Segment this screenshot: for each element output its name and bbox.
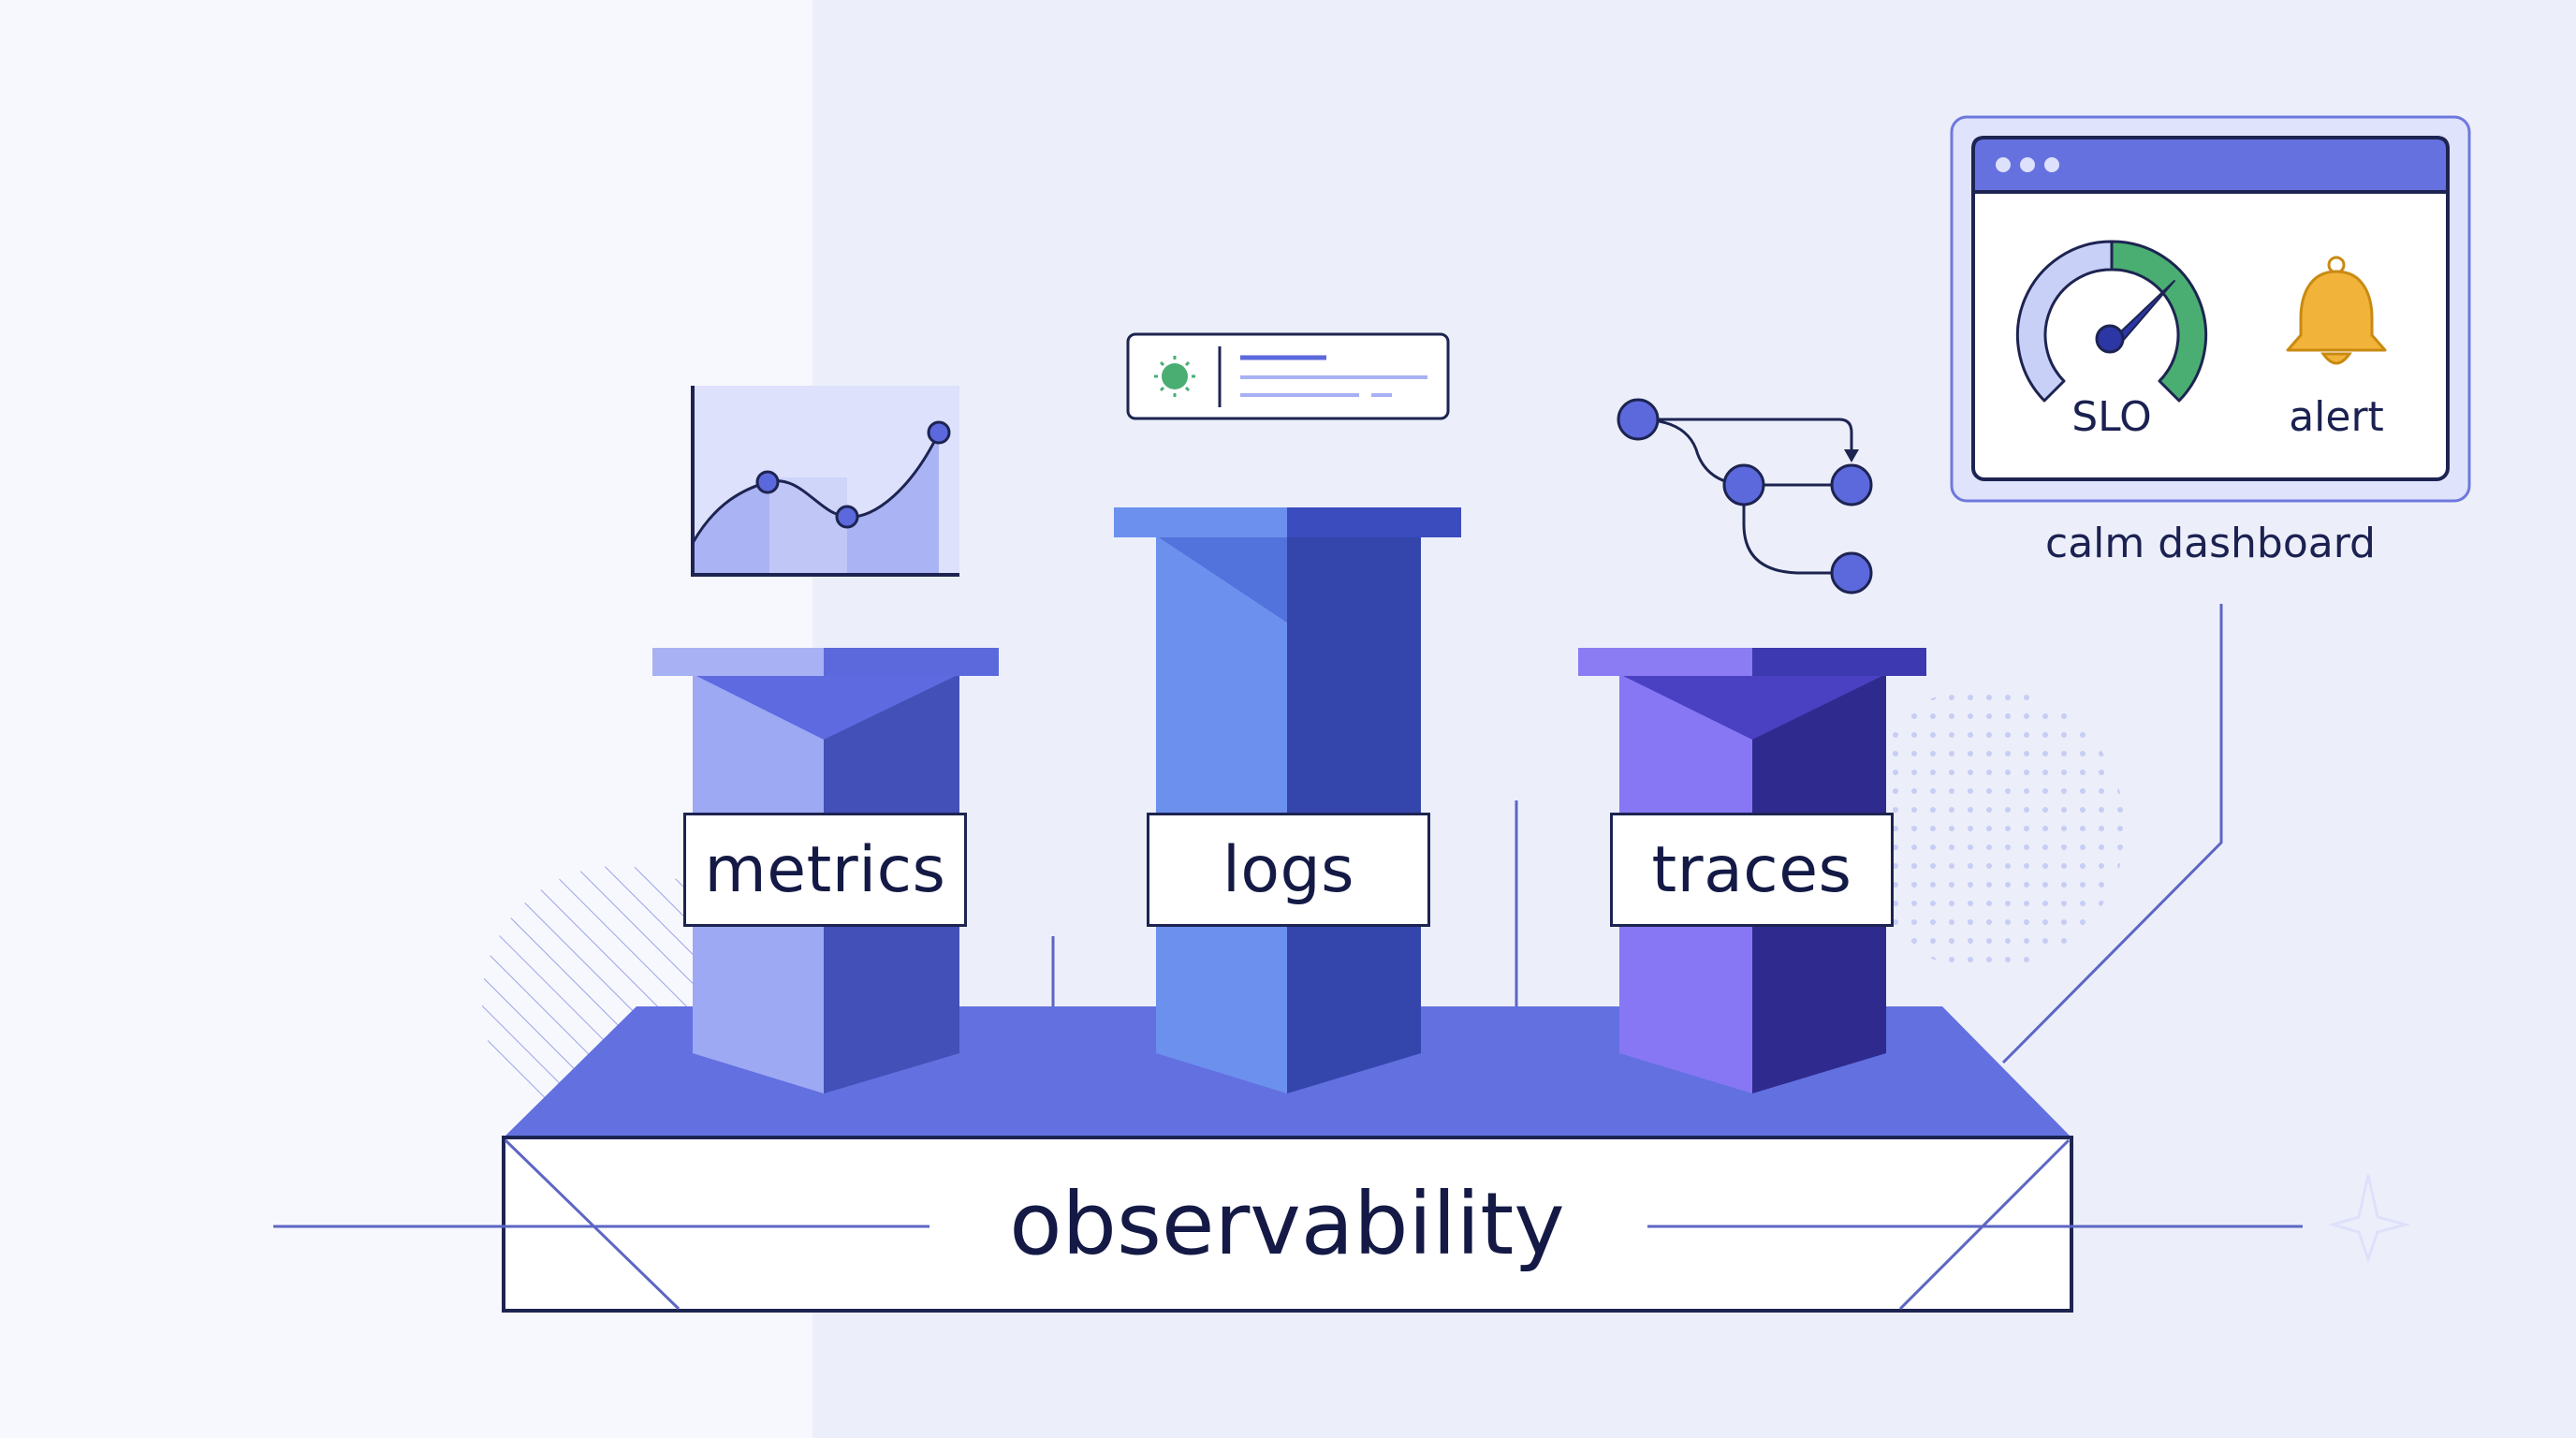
log-entry-icon bbox=[1126, 332, 1450, 420]
observability-label: observability bbox=[1009, 1174, 1565, 1274]
window-dot-icon bbox=[2044, 157, 2059, 172]
traces-label: traces bbox=[1610, 813, 1894, 927]
bell-icon bbox=[2286, 256, 2387, 365]
line-chart-icon bbox=[691, 386, 959, 577]
metrics-label: metrics bbox=[683, 813, 967, 927]
connector-lines bbox=[1051, 604, 2223, 1064]
window-dot-icon bbox=[1996, 157, 2011, 172]
trace-graph-icon bbox=[1617, 398, 1873, 594]
logs-label: logs bbox=[1147, 813, 1430, 927]
alert-label: alert bbox=[2289, 393, 2384, 441]
slo-label: SLO bbox=[2071, 393, 2152, 441]
window-dot-icon bbox=[2020, 157, 2035, 172]
gauge-icon bbox=[2015, 240, 2208, 403]
logs-pillar bbox=[1114, 507, 1461, 1093]
sparkle-icon bbox=[2327, 1174, 2411, 1264]
dashboard-caption: calm dashboard bbox=[2045, 520, 2376, 567]
calm-dashboard-window bbox=[1950, 115, 2471, 503]
